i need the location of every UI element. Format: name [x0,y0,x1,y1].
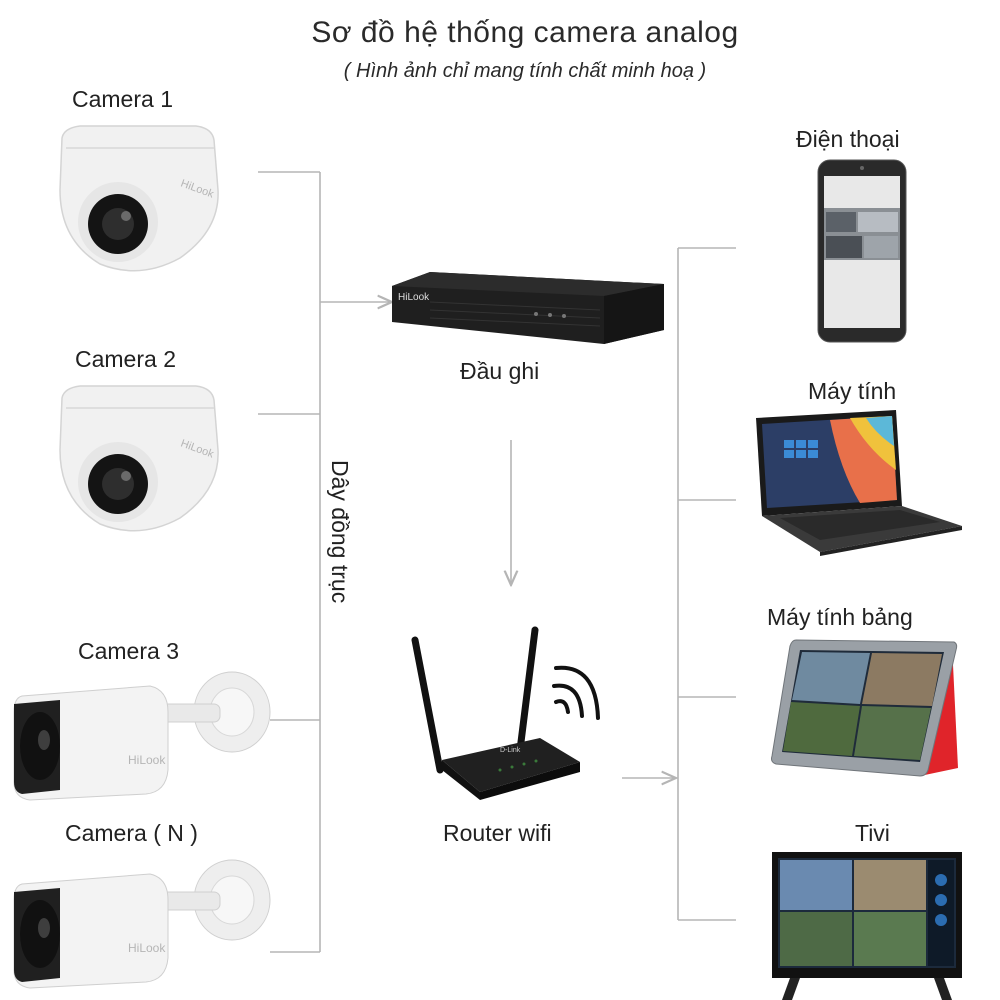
camera-1-label: Camera 1 [72,86,173,112]
camera-3-label: Camera 3 [78,638,179,664]
laptop-label: Máy tính [808,378,897,404]
router-label: Router wifi [443,820,552,846]
camera-n-brand: HiLook [128,941,166,955]
diagram-subtitle: ( Hình ảnh chỉ mang tính chất minh hoạ ) [343,60,707,82]
camera-n-label: Camera ( N ) [65,820,198,846]
recorder-label: Đầu ghi [460,358,540,384]
camera-3-brand: HiLook [128,753,166,767]
tablet-label: Máy tính bảng [767,604,913,630]
dvr-brand: HiLook [398,292,430,303]
phone-label: Điện thoại [796,126,900,152]
diagram-title: Sơ đồ hệ thống camera analog [311,16,739,49]
camera-2-label: Camera 2 [75,346,176,372]
tv-label: Tivi [855,820,890,846]
router-brand: D-Link [500,747,521,754]
coax-cable-label: Dây đồng trục [327,460,353,604]
